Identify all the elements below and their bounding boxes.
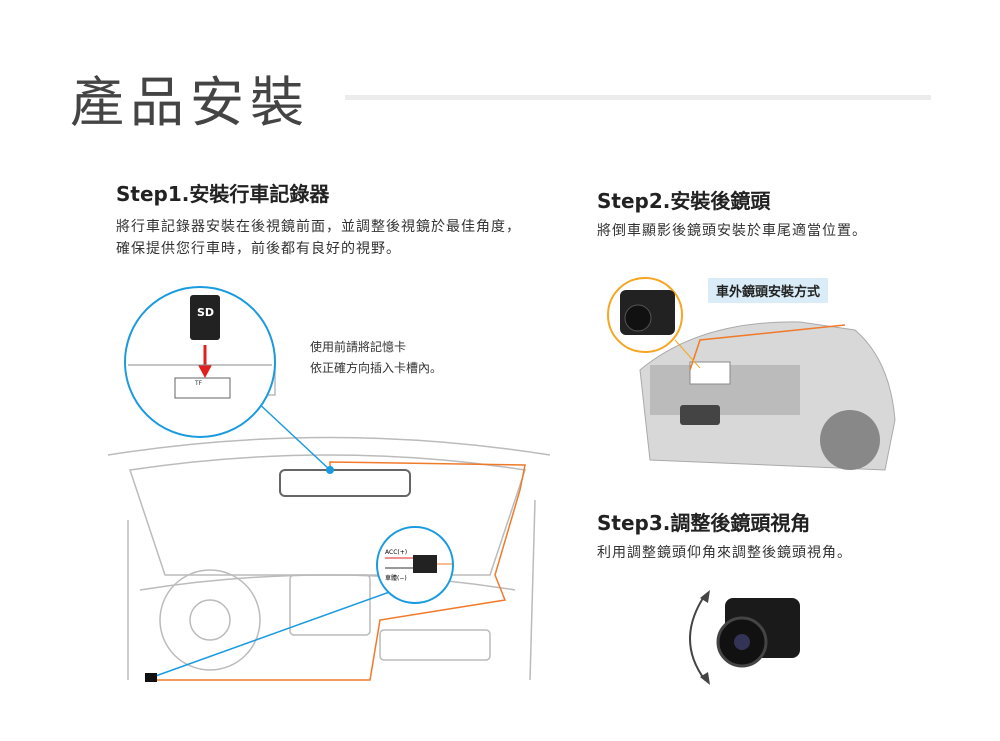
rear-car-illustration [639, 321, 896, 471]
tf-label: TF [194, 380, 203, 387]
step3-description: 利用調整鏡頭仰角來調整後鏡頭視角。 [597, 545, 852, 561]
rear-camera-image [716, 598, 800, 668]
step1-line2: 確保提供您行車時，前後都有良好的視野。 [116, 241, 401, 257]
ground-label: 車體(−) [385, 574, 407, 582]
mirror-dashcam [279, 469, 411, 497]
page-title: 產品安裝 [70, 71, 310, 134]
sd-slot-callout [124, 286, 276, 438]
title-divider [345, 95, 931, 100]
ground-connector [145, 673, 157, 682]
step3-heading: Step3.調整後鏡頭視角 [597, 511, 811, 535]
step2-heading: Step2.安裝後鏡頭 [597, 189, 771, 213]
rotate-arrow-icon [689, 594, 706, 681]
sd-card-icon [190, 295, 220, 340]
step2-description: 將倒車顯影後鏡頭安裝於車尾適當位置。 [597, 223, 867, 239]
exterior-camera-badge: 車外鏡頭安裝方式 [708, 278, 829, 303]
step1-heading: Step1.安裝行車記錄器 [116, 182, 330, 206]
power-cable [155, 461, 526, 681]
note-line1: 使用前請將記憶卡 [310, 340, 407, 354]
step1-line1: 將行車記錄器安裝在後視鏡前面，並調整後視鏡於最佳角度， [116, 219, 521, 235]
step1-description: 將行車記錄器安裝在後視鏡前面，並調整後視鏡於最佳角度， 確保提供您行車時，前後都… [116, 216, 521, 260]
acc-label: ACC(+) [385, 549, 407, 556]
memory-card-note: 使用前請將記憶卡 依正確方向插入卡槽內。 [310, 337, 442, 379]
note-line2: 依正確方向插入卡槽內。 [310, 361, 443, 375]
sd-label: SD [197, 306, 214, 319]
